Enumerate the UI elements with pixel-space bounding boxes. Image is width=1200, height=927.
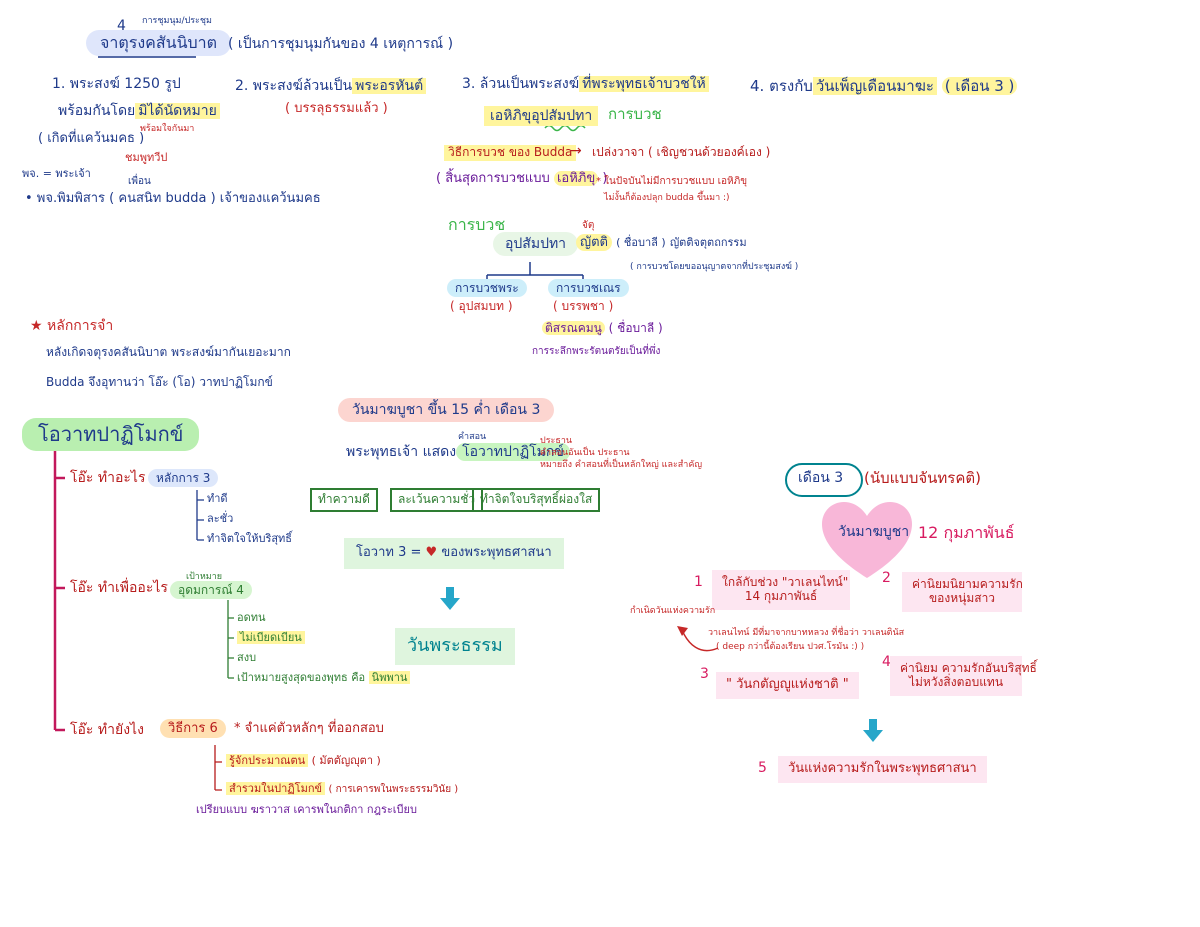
love-num-2: 2	[882, 570, 891, 586]
down-arrow-icon	[440, 587, 460, 610]
heart-label: วันมาฆบูชา	[838, 524, 910, 540]
love-num-3: 3	[700, 666, 709, 682]
love-month: เดือน 3	[798, 470, 844, 486]
teach-line: พระพุทธเจ้า แสดงโอวาทปาฏิโมกข์	[346, 443, 570, 461]
magha-header: วันมาฆบูชา ขึ้น 15 ค่ำ เดือน 3	[338, 398, 555, 423]
ovada-box-1: ทำความดี	[310, 488, 378, 512]
utterance-text: เปล่งวาจา ( เชิญชวนด้วยองค์เอง )	[592, 145, 771, 159]
star-icon: ★	[30, 318, 43, 334]
pink-heart-icon	[822, 502, 912, 578]
event1-line2: พร้อมกันโดยมิได้นัดหมาย	[58, 103, 220, 119]
down-arrow-icon	[863, 719, 883, 742]
magha-red-note1: ประธาน	[540, 436, 573, 446]
magha-red-note3: หมายถึง คำสอนที่เป็นหลักใหญ่ และสำคัญ	[540, 460, 703, 470]
teach-small: คำสอน	[458, 432, 487, 442]
b1-item-1: ทำดี	[207, 492, 228, 505]
love-red-line1: วาเลนไทน์ มีที่มาจากบาทหลวง ที่ชื่อว่า ว…	[708, 628, 905, 638]
love-num-1: 1	[694, 574, 703, 590]
bimbisara-note: • พจ.พิมพิสาร ( คนสนิท budda ) เจ้าของแค…	[25, 191, 321, 206]
event1-line3: ( เกิดที่แคว้นมคธ )	[38, 131, 145, 146]
event3-line1: 3. ล้วนเป็นพระสงฆ์ที่พระพุทธเจ้าบวชให้	[462, 76, 709, 92]
principle-title: ★ หลักการจำ	[30, 318, 114, 334]
love-point-4: ค่านิยม ความรักอันบริสุทธิ์ไม่หวังสิ่งตอ…	[890, 656, 1037, 696]
ovada-box-3: ทำจิตใจบริสุทธิ์ผ่องใส	[472, 488, 601, 512]
love-red-line2: ( deep กว่านี้ต้องเรียน ปวศ.โรมัน :) )	[716, 642, 865, 652]
ehi-ended: ( สิ้นสุดการบวชแบบ เอหิภิขุ )	[436, 171, 608, 186]
ovada-branch1-label: โอ๊ะ ทำอะไร	[70, 470, 146, 486]
ovada-branch1-tag: หลักการ 3	[148, 469, 219, 487]
love-side-red: กำเนิดวันแห่งความรัก	[630, 606, 716, 616]
event2-note: ( บรรลุธรรมแล้ว )	[285, 101, 388, 116]
superscript-meeting: การชุมนุม/ประชุม	[142, 16, 212, 26]
love-point-2: ค่านิยมนิยามความรักของหนุ่มสาว	[902, 572, 1023, 612]
abbreviation: พจ. = พระเจ้า	[22, 167, 91, 180]
nyatti-line: ญัตติ ( ชื่อบาลี ) ญัตติจตุตถกรรม	[576, 234, 747, 251]
b2-item-2: ไม่เบียดเบียน	[237, 631, 305, 645]
novice-ordination: การบวชเณร	[548, 279, 629, 297]
ovada-branch2-tag: อุดมการณ์ 4	[170, 581, 252, 599]
love-point-1: ใกล้กับช่วง "วาเลนไทน์"14 กุมภาพันธ์	[712, 570, 850, 610]
b3-item-1: รู้จักประมาณตน ( มัตตัญญุตา )	[226, 754, 381, 768]
event1-note-red: พร้อมใจกันมา	[140, 124, 195, 134]
ovada-title: โอวาทปาฏิโมกข์	[22, 418, 200, 451]
nyatti-note: ( การบวชโดยขออนุญาตจากที่ประชุมสงฆ์ )	[630, 262, 799, 272]
love-num-5: 5	[758, 760, 767, 776]
love-month-rest: (นับแบบจันทรคติ)	[864, 469, 981, 487]
b2-item-1: อดทน	[237, 611, 266, 624]
principle-line1: หลังเกิดจตุรงคสันนิบาต พระสงฆ์มากันเยอะม…	[46, 345, 291, 359]
ovada-box-2: ละเว้นความชั่ว	[390, 488, 484, 512]
ovada-branch3-label: โอ๊ะ ทำยังไง	[70, 722, 144, 738]
b2-item-4: เป้าหมายสูงสุดของพุทธ คือ นิพพาน	[237, 671, 411, 685]
event1-note-jambu: ชมพูทวีป	[125, 151, 168, 164]
sarana-line: ติสรณคมนู ( ชื่อบาลี )	[542, 321, 663, 336]
monk-ordination: การบวชพระ	[447, 279, 527, 297]
main-subtitle: ( เป็นการชุมนุมกันของ 4 เหตุการณ์ )	[228, 36, 454, 52]
principle-line2: Budda จึงอุทานว่า โอ๊ะ (โอ) วาทปาฏิโมกข์	[46, 375, 273, 389]
b1-item-3: ทำจิตใจให้บริสุทธิ์	[207, 532, 293, 545]
b3-note: * จำแค่ตัวหลักๆ ที่ออกสอบ	[234, 721, 384, 736]
event1-line1: 1. พระสงฆ์ 1250 รูป	[52, 76, 181, 92]
ordain-label-green: การบวช	[608, 105, 662, 123]
ehi-bhikkhu: เอหิภิขุอุปสัมปทา	[484, 106, 599, 127]
main-title: จาตุรงคสันนิบาต	[86, 30, 232, 57]
friend-note: เพื่อน	[128, 176, 151, 187]
ovada3-line: โอวาท 3 = ♥ ของพระพุทธศาสนา	[344, 538, 564, 569]
b2-item-3: สงบ	[237, 651, 257, 664]
ovada-branch2-label: โอ๊ะ ทำเพื่ออะไร	[70, 580, 168, 596]
heart-icon: ♥	[425, 545, 438, 560]
magha-red-note2: คำสอนอันเป็น ประธาน	[540, 448, 630, 458]
love-date: 12 กุมภาพันธ์	[918, 523, 1015, 542]
b1-item-2: ละชั่ว	[207, 512, 234, 525]
love-point-5: วันแห่งความรักในพระพุทธศาสนา	[778, 756, 987, 783]
event4-line1: 4. ตรงกับวันเพ็ญเดือนมาฆะ ( เดือน 3 )	[750, 77, 1018, 95]
monk-ordination-sub: ( อุปสมบท )	[450, 299, 513, 313]
event2-line1: 2. พระสงฆ์ล้วนเป็นพระอรหันต์	[235, 78, 427, 94]
superscript-4: 4	[117, 18, 126, 34]
b2-tag-small: เป้าหมาย	[186, 572, 223, 582]
arrow-right-icon: →	[570, 143, 582, 159]
love-point-3: " วันกตัญญูแห่งชาติ "	[716, 672, 859, 699]
upasampada-root: อุปสัมปทา	[493, 232, 579, 257]
budda-method: วิธีการบวช ของ Budda	[444, 145, 577, 161]
ordination-red-note: จัตุ	[582, 220, 595, 231]
ordination-label: การบวช	[448, 215, 506, 234]
refuge-note: การระลึกพระรัตนตรัยเป็นที่พึ่ง	[532, 346, 661, 357]
ehi-note-line1: * ในปัจบันไม่มีการบวชแบบ เอหิภิขุ	[596, 176, 748, 187]
love-num-4: 4	[882, 654, 891, 670]
ovada-branch3-tag: วิธีการ 6	[160, 719, 226, 738]
dharma-day: วันพระธรรม	[395, 628, 515, 665]
novice-ordination-sub: ( บรรพชา )	[553, 299, 614, 313]
ehi-note-line2: ไม่งั้นก็ต้องปลุก budda ขึ้นมา :)	[604, 193, 730, 203]
b3-compare: เปรียบแบบ ฆราวาส เคารพในกติกา กฎระเบียบ	[196, 803, 417, 816]
b3-item-2: สำรวมในปาฏิโมกข์ ( การเคารพในพระธรรมวินั…	[226, 782, 458, 796]
